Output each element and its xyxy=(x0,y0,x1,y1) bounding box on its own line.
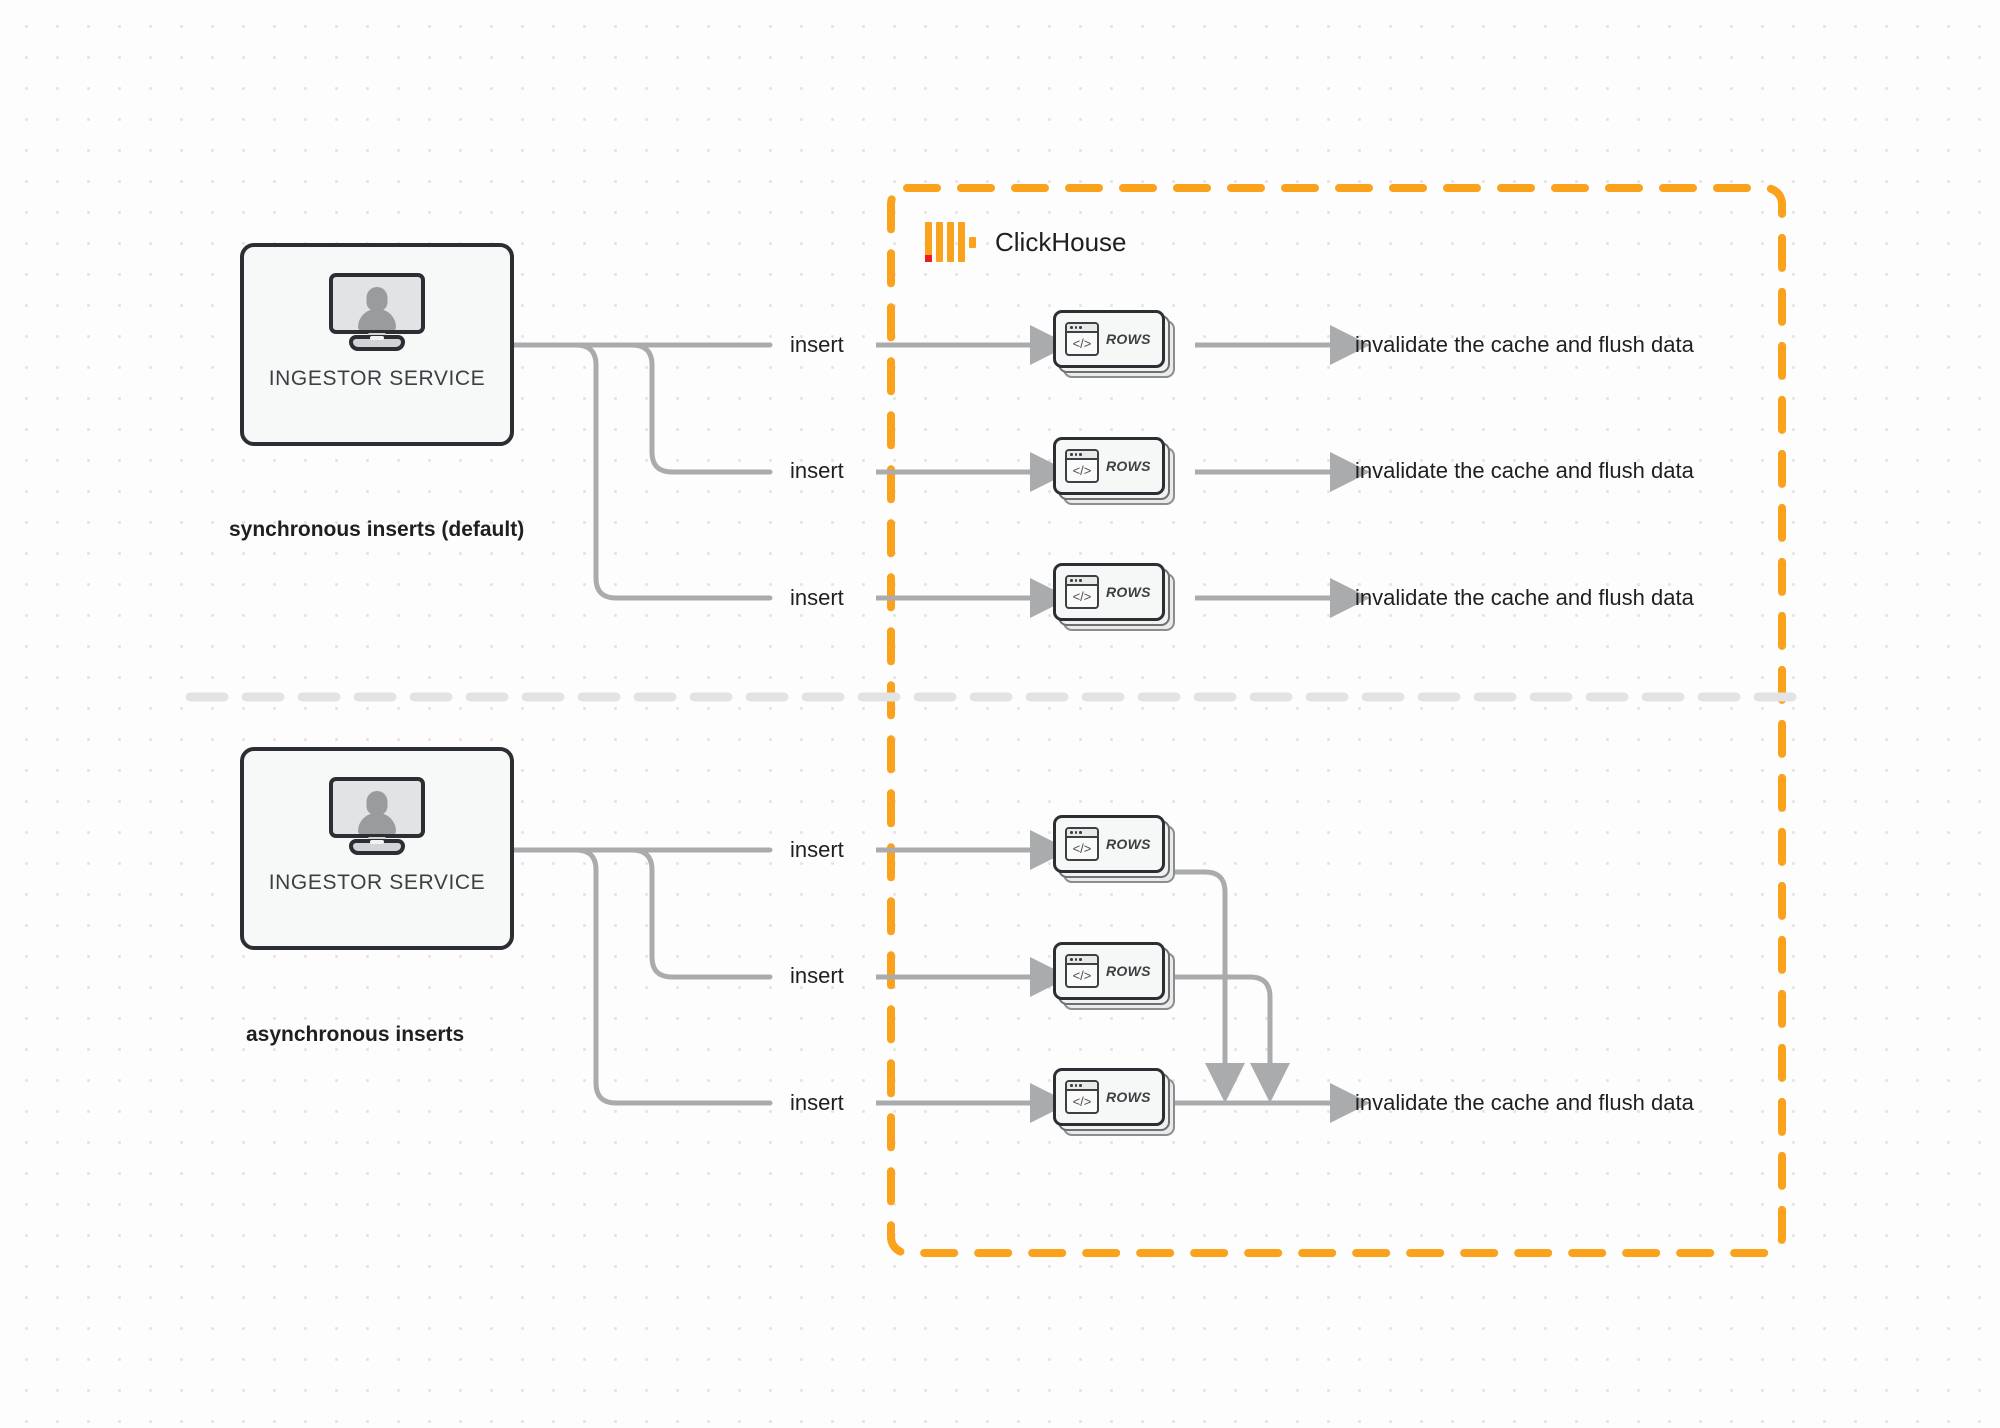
window-dot xyxy=(1070,958,1073,961)
window-dot xyxy=(1079,579,1082,582)
logo-bar-3 xyxy=(947,222,954,262)
card-face: </> ROWS xyxy=(1053,942,1165,1000)
async-merge-route-1 xyxy=(1146,869,1245,1103)
rows-card-async-1[interactable]: </> ROWS xyxy=(1053,815,1175,883)
monitor-screen xyxy=(329,777,425,838)
window-titlebar xyxy=(1067,1082,1097,1091)
window-dot xyxy=(1079,453,1082,456)
sidebar-item-ingestor-service-sync[interactable]: INGESTOR SERVICE xyxy=(240,243,514,446)
logo-bar-4 xyxy=(958,222,965,262)
rows-card-async-2[interactable]: </> ROWS xyxy=(1053,942,1175,1010)
section-caption-synchronous: synchronous inserts (default) xyxy=(229,518,525,541)
result-label-async: invalidate the cache and flush data xyxy=(1355,1090,1694,1115)
sidebar-item-ingestor-service-async[interactable]: INGESTOR SERVICE xyxy=(240,747,514,950)
code-window-icon: </> xyxy=(1065,954,1099,988)
logo-bar-short xyxy=(969,237,976,248)
user-head xyxy=(366,287,388,311)
user-body xyxy=(358,813,396,834)
result-label-sync-3: invalidate the cache and flush data xyxy=(1355,585,1694,610)
card-face: </> ROWS xyxy=(1053,437,1165,495)
window-dot xyxy=(1074,326,1077,329)
window-dot xyxy=(1079,1084,1082,1087)
logo-bar-1 xyxy=(925,222,932,262)
window-dot xyxy=(1074,831,1077,834)
window-dot xyxy=(1079,326,1082,329)
rows-label: ROWS xyxy=(1106,1089,1151,1105)
window-dot xyxy=(1070,579,1073,582)
user-body xyxy=(358,309,396,330)
window-code-glyph: </> xyxy=(1072,589,1092,604)
rows-label: ROWS xyxy=(1106,963,1151,979)
clickhouse-header: ClickHouse xyxy=(925,222,1127,262)
window-titlebar xyxy=(1067,451,1097,460)
clickhouse-logo xyxy=(925,222,976,262)
user-head xyxy=(366,791,388,815)
logo-red-accent xyxy=(925,255,932,262)
window-dot xyxy=(1070,831,1073,834)
service-label: INGESTOR SERVICE xyxy=(268,871,486,894)
window-dot xyxy=(1070,453,1073,456)
code-window-icon: </> xyxy=(1065,322,1099,356)
clickhouse-title: ClickHouse xyxy=(995,226,1127,257)
window-titlebar xyxy=(1067,956,1097,965)
rows-card-sync-3[interactable]: </> ROWS xyxy=(1053,563,1175,631)
insert-label-sync-3: insert xyxy=(790,585,844,610)
window-titlebar xyxy=(1067,829,1097,838)
insert-label-sync-1: insert xyxy=(790,332,844,357)
window-code-glyph: </> xyxy=(1072,968,1092,983)
clickhouse-boundary xyxy=(887,184,1786,1257)
window-dot xyxy=(1079,831,1082,834)
code-window-icon: </> xyxy=(1065,575,1099,609)
async-branch-2 xyxy=(511,847,773,980)
insert-label-async-1: insert xyxy=(790,837,844,862)
window-dot xyxy=(1074,1084,1077,1087)
rows-label: ROWS xyxy=(1106,836,1151,852)
service-label: INGESTOR SERVICE xyxy=(268,367,486,390)
async-merge-route-2 xyxy=(1146,974,1290,1103)
monitor-notch xyxy=(370,840,384,844)
rows-card-sync-2[interactable]: </> ROWS xyxy=(1053,437,1175,505)
window-code-glyph: </> xyxy=(1072,841,1092,856)
window-dot xyxy=(1070,1084,1073,1087)
card-face: </> ROWS xyxy=(1053,563,1165,621)
window-dot xyxy=(1079,958,1082,961)
window-dot xyxy=(1074,579,1077,582)
rows-card-async-3[interactable]: </> ROWS xyxy=(1053,1068,1175,1136)
card-face: </> ROWS xyxy=(1053,310,1165,368)
window-dot xyxy=(1070,326,1073,329)
card-face: </> ROWS xyxy=(1053,815,1165,873)
code-window-icon: </> xyxy=(1065,827,1099,861)
insert-label-sync-2: insert xyxy=(790,458,844,483)
rows-label: ROWS xyxy=(1106,458,1151,474)
window-titlebar xyxy=(1067,324,1097,333)
sync-branch-3 xyxy=(511,342,773,601)
card-face: </> ROWS xyxy=(1053,1068,1165,1126)
code-window-icon: </> xyxy=(1065,449,1099,483)
async-branch-3 xyxy=(511,847,773,1106)
monitor-user-icon xyxy=(329,777,425,855)
window-dot xyxy=(1074,958,1077,961)
window-code-glyph: </> xyxy=(1072,336,1092,351)
window-code-glyph: </> xyxy=(1072,1094,1092,1109)
monitor-notch xyxy=(370,336,384,340)
window-code-glyph: </> xyxy=(1072,463,1092,478)
monitor-screen xyxy=(329,273,425,334)
rows-card-sync-1[interactable]: </> ROWS xyxy=(1053,310,1175,378)
window-titlebar xyxy=(1067,577,1097,586)
logo-bar-2 xyxy=(936,222,943,262)
rows-label: ROWS xyxy=(1106,331,1151,347)
window-dot xyxy=(1074,453,1077,456)
result-label-sync-1: invalidate the cache and flush data xyxy=(1355,332,1694,357)
sync-branch-2 xyxy=(511,342,773,475)
result-label-sync-2: invalidate the cache and flush data xyxy=(1355,458,1694,483)
insert-label-async-3: insert xyxy=(790,1090,844,1115)
monitor-user-icon xyxy=(329,273,425,351)
code-window-icon: </> xyxy=(1065,1080,1099,1114)
section-caption-asynchronous: asynchronous inserts xyxy=(246,1023,465,1046)
insert-label-async-2: insert xyxy=(790,963,844,988)
rows-label: ROWS xyxy=(1106,584,1151,600)
